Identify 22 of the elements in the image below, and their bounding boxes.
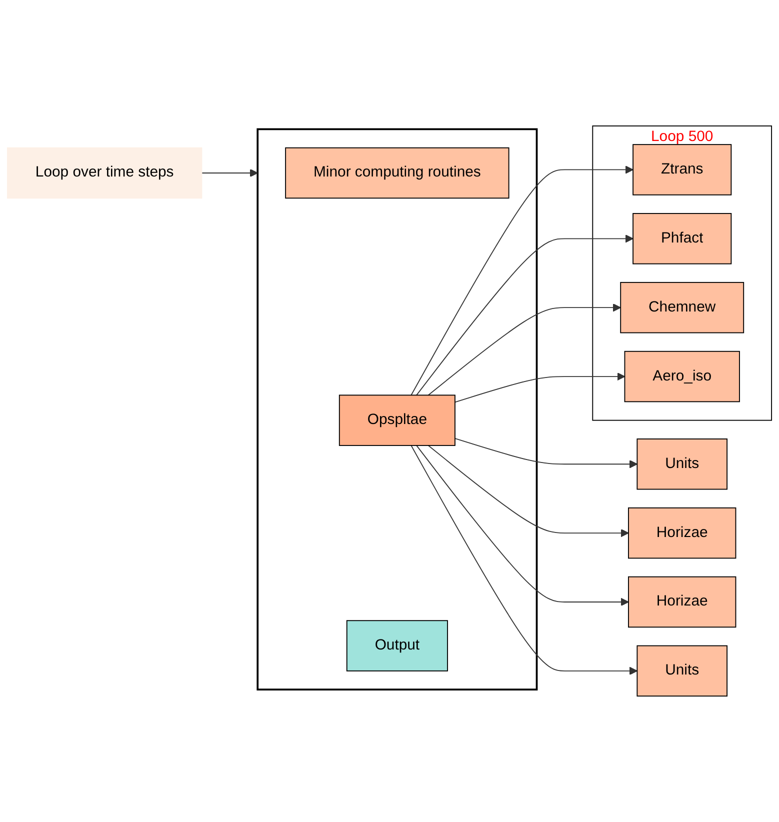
arrow — [454, 438, 638, 468]
arrow — [428, 304, 621, 396]
node-box: Aero_iso — [624, 350, 740, 402]
arrow — [416, 445, 629, 606]
arrow — [428, 445, 629, 538]
node-box: Horizae — [628, 576, 736, 628]
node-box: Units — [636, 438, 728, 490]
node-box: Horizae — [628, 507, 736, 559]
node-box: Units — [636, 645, 728, 697]
arrow — [454, 372, 626, 403]
node-box: Phfact — [632, 213, 732, 264]
node-box: Opspltae — [338, 394, 456, 446]
arrow — [410, 445, 638, 676]
node-box: Output — [346, 620, 448, 672]
node-box: Minor computing routines — [285, 147, 510, 199]
node-box: Loop over time steps — [6, 147, 202, 199]
arrow — [201, 168, 258, 178]
node-box: Ztrans — [632, 144, 732, 196]
node-box: Chemnew — [620, 282, 744, 334]
arrow — [416, 234, 634, 396]
cluster — [256, 128, 538, 690]
arrow — [410, 166, 634, 396]
